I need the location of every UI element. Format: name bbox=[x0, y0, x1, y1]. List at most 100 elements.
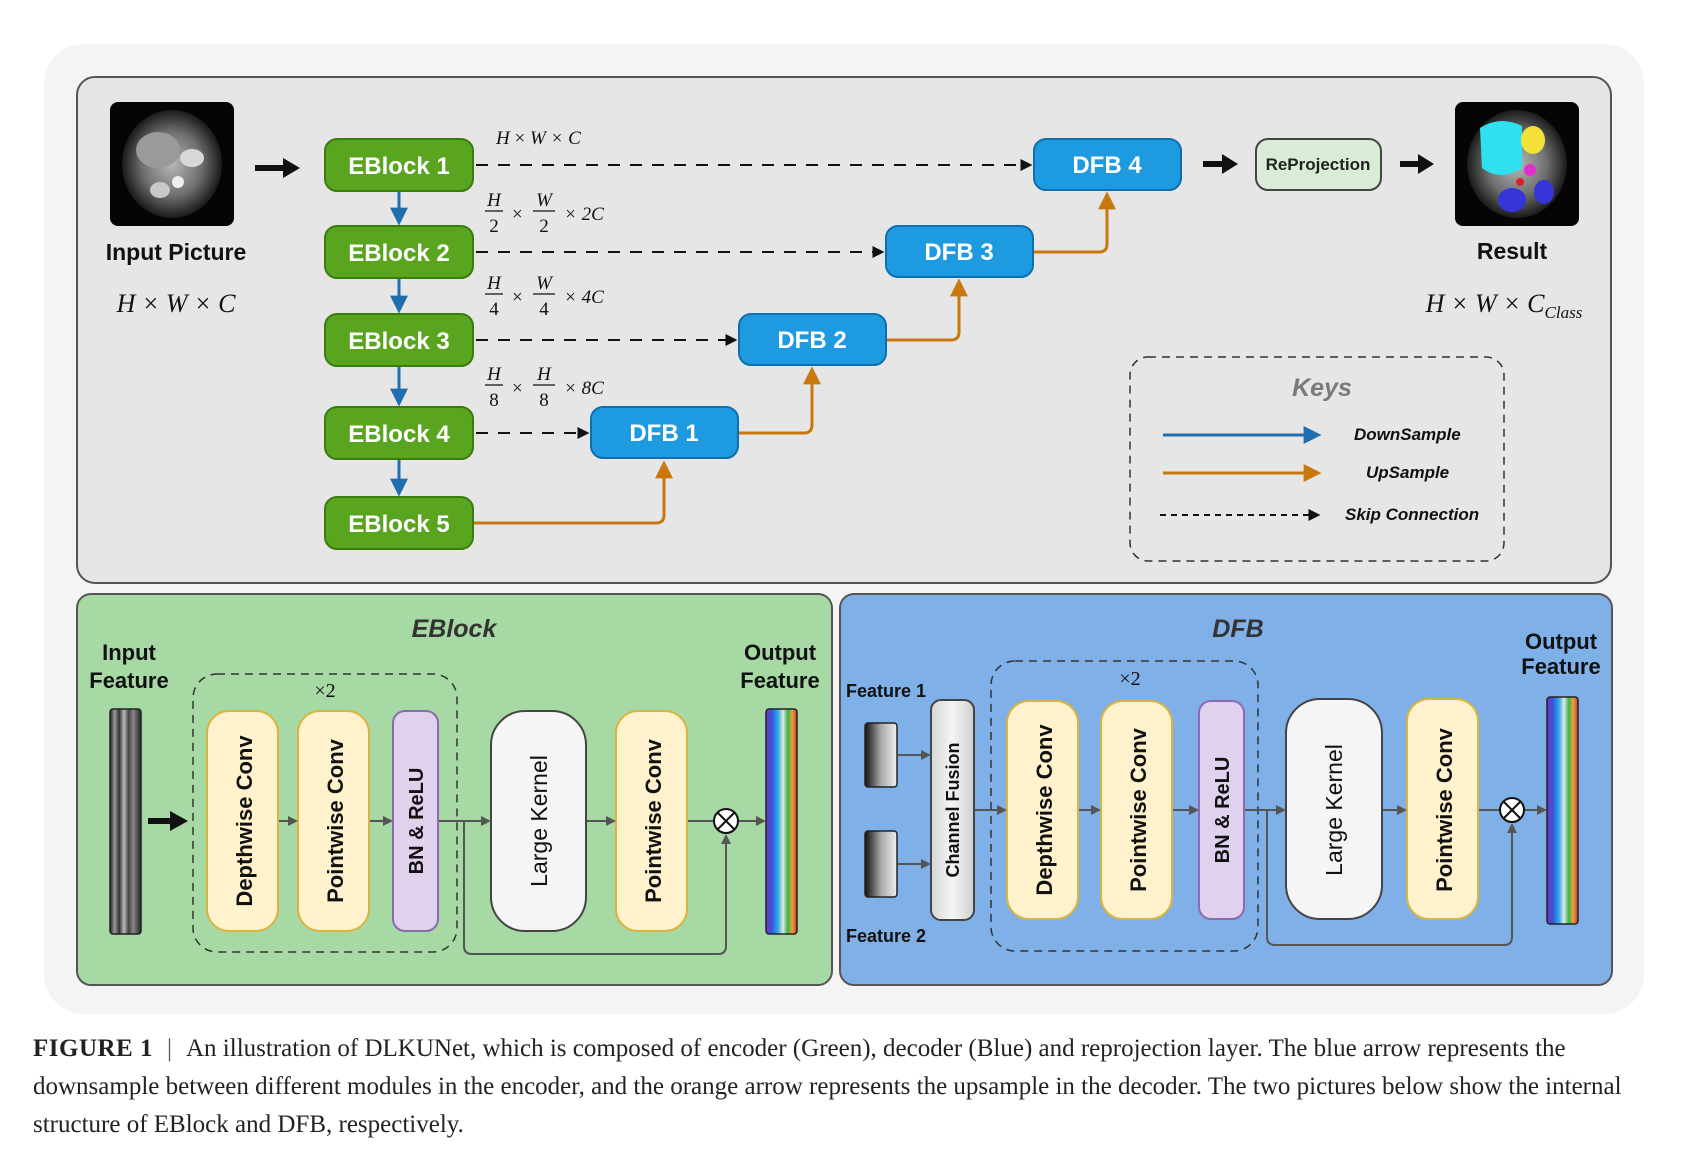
legend-skip-label: Skip Connection bbox=[1345, 505, 1479, 524]
svg-text:4: 4 bbox=[489, 299, 499, 320]
input-dims: H × W × C bbox=[116, 289, 237, 318]
dfb-pointwise-conv-1: Pointwise Conv bbox=[1100, 700, 1173, 920]
eblock-pointwise-conv-1: Pointwise Conv bbox=[297, 710, 370, 932]
dfb-large-kernel: Large Kernel bbox=[1285, 698, 1383, 920]
input-ct-image bbox=[110, 102, 234, 226]
keys-title: Keys bbox=[1292, 374, 1352, 402]
dfb-output-feature-map bbox=[1546, 696, 1579, 925]
eblock-4-label: EBlock 4 bbox=[348, 421, 450, 448]
dfb-2: DFB 2 bbox=[738, 313, 887, 366]
eblock-output-feature-map bbox=[765, 708, 798, 935]
skip-label-3: H 4 × W 4 × 4C bbox=[485, 273, 604, 320]
svg-text:BN & ReLU: BN & ReLU bbox=[406, 768, 428, 875]
upsample-arrows bbox=[474, 191, 1116, 525]
caption-label: FIGURE 1 bbox=[33, 1035, 153, 1062]
caption-text: An illustration of DLKUNet, which is com… bbox=[33, 1035, 1622, 1138]
dfb-flow-arrows bbox=[898, 750, 1547, 946]
svg-text:× 8C: × 8C bbox=[564, 378, 604, 399]
dfb-repeat-group bbox=[990, 660, 1259, 952]
dfb-feature2-map bbox=[864, 830, 898, 898]
dfb-4-label: DFB 4 bbox=[1072, 152, 1142, 179]
eblock-repeat-group bbox=[192, 673, 458, 953]
dfb-channel-fusion: Channel Fusion bbox=[930, 699, 975, 921]
svg-text:H: H bbox=[486, 364, 502, 385]
svg-text:×: × bbox=[512, 204, 523, 225]
svg-text:2: 2 bbox=[489, 216, 499, 237]
eblock-2: EBlock 2 bbox=[324, 225, 474, 279]
dfb-1: DFB 1 bbox=[590, 406, 739, 459]
skip-label-2: H 2 × W 2 × 2C bbox=[485, 190, 604, 237]
dfb-feature2-label: Feature 2 bbox=[846, 926, 926, 946]
dfb-4: DFB 4 bbox=[1033, 138, 1182, 191]
svg-text:W: W bbox=[536, 190, 554, 211]
legend-upsample-label: UpSample bbox=[1366, 463, 1449, 482]
svg-text:×: × bbox=[512, 378, 523, 399]
svg-text:H: H bbox=[486, 190, 502, 211]
dfb-bn-relu: BN & ReLU bbox=[1198, 700, 1245, 920]
result-segmentation-image bbox=[1455, 102, 1579, 226]
svg-text:Pointwise Conv: Pointwise Conv bbox=[1126, 727, 1151, 892]
legend-downsample-label: DownSample bbox=[1354, 425, 1461, 444]
svg-text:8: 8 bbox=[539, 390, 549, 411]
svg-text:BN & ReLU: BN & ReLU bbox=[1212, 757, 1234, 864]
dfb-feature1-label: Feature 1 bbox=[846, 681, 926, 701]
svg-text:4: 4 bbox=[539, 299, 549, 320]
dfb-3: DFB 3 bbox=[885, 225, 1034, 278]
dfb-1-label: DFB 1 bbox=[629, 420, 698, 447]
dlkunet-diagram: Input Picture H × W × C EBlock 1 EBlock … bbox=[44, 44, 1644, 1014]
svg-text:8: 8 bbox=[489, 390, 499, 411]
svg-text:Large Kernel: Large Kernel bbox=[526, 755, 552, 887]
dfb-repeat-label: ×2 bbox=[1119, 668, 1140, 690]
dfb-3-label: DFB 3 bbox=[924, 239, 993, 266]
eblock-5-label: EBlock 5 bbox=[348, 511, 449, 538]
svg-text:W: W bbox=[536, 273, 554, 294]
input-arrow-head bbox=[283, 158, 300, 178]
result-label: Result bbox=[1477, 238, 1548, 264]
dfb-panel-title: DFB bbox=[1212, 615, 1263, 643]
figure-caption: FIGURE 1 |An illustration of DLKUNet, whi… bbox=[33, 1030, 1663, 1144]
dfb-pointwise-conv-2: Pointwise Conv bbox=[1406, 698, 1479, 920]
eblock-multiply-node bbox=[713, 808, 739, 834]
dfb-multiply-node bbox=[1499, 797, 1525, 823]
dfb-output-label-2: Feature bbox=[1521, 654, 1600, 679]
eblock-panel bbox=[76, 593, 833, 986]
eblock-3-label: EBlock 3 bbox=[348, 328, 449, 355]
svg-text:H: H bbox=[536, 364, 552, 385]
eblock-3: EBlock 3 bbox=[324, 313, 474, 367]
svg-text:Pointwise Conv: Pointwise Conv bbox=[323, 738, 348, 903]
svg-text:× 2C: × 2C bbox=[564, 204, 604, 225]
eblock-depthwise-conv: Depthwise Conv bbox=[206, 710, 279, 932]
svg-text:2: 2 bbox=[539, 216, 549, 237]
svg-text:H: H bbox=[486, 273, 502, 294]
svg-text:Channel Fusion: Channel Fusion bbox=[943, 743, 963, 878]
skip-label-4: H 8 × H 8 × 8C bbox=[485, 364, 604, 411]
result-dims: H × W × CClass bbox=[1425, 289, 1583, 322]
dfb-2-label: DFB 2 bbox=[777, 327, 846, 354]
eblock-pointwise-conv-2: Pointwise Conv bbox=[615, 710, 688, 932]
eblock-input-label-2: Feature bbox=[89, 668, 168, 693]
eblock-input-label-1: Input bbox=[102, 640, 156, 665]
eblock-output-label-2: Feature bbox=[740, 668, 819, 693]
reprojection-block: ReProjection bbox=[1255, 138, 1382, 191]
eblock-flow-arrows bbox=[279, 816, 766, 955]
eblock-2-label: EBlock 2 bbox=[348, 240, 449, 267]
dfb-feature1-map bbox=[864, 722, 898, 788]
eblock-1-label: EBlock 1 bbox=[348, 153, 449, 180]
svg-text:×: × bbox=[512, 287, 523, 308]
svg-text:Depthwise Conv: Depthwise Conv bbox=[232, 735, 257, 907]
caption-separator: | bbox=[166, 1035, 172, 1062]
keys-legend: Keys DownSample UpSample Skip Connection bbox=[1129, 356, 1505, 562]
input-label: Input Picture bbox=[106, 239, 247, 265]
eblock-large-kernel: Large Kernel bbox=[490, 710, 587, 932]
svg-text:Pointwise Conv: Pointwise Conv bbox=[1432, 727, 1457, 892]
svg-text:Depthwise Conv: Depthwise Conv bbox=[1032, 724, 1057, 896]
eblock-4: EBlock 4 bbox=[324, 406, 474, 460]
skip-connections bbox=[476, 159, 1033, 439]
eblock-repeat-label: ×2 bbox=[314, 680, 335, 702]
eblock-bn-relu: BN & ReLU bbox=[392, 710, 439, 932]
svg-text:× 4C: × 4C bbox=[564, 287, 604, 308]
eblock-5: EBlock 5 bbox=[324, 496, 474, 550]
svg-text:Large Kernel: Large Kernel bbox=[1321, 744, 1347, 876]
skip-label-1: H × W × C bbox=[495, 128, 581, 149]
dfb-output-label-1: Output bbox=[1525, 629, 1598, 654]
